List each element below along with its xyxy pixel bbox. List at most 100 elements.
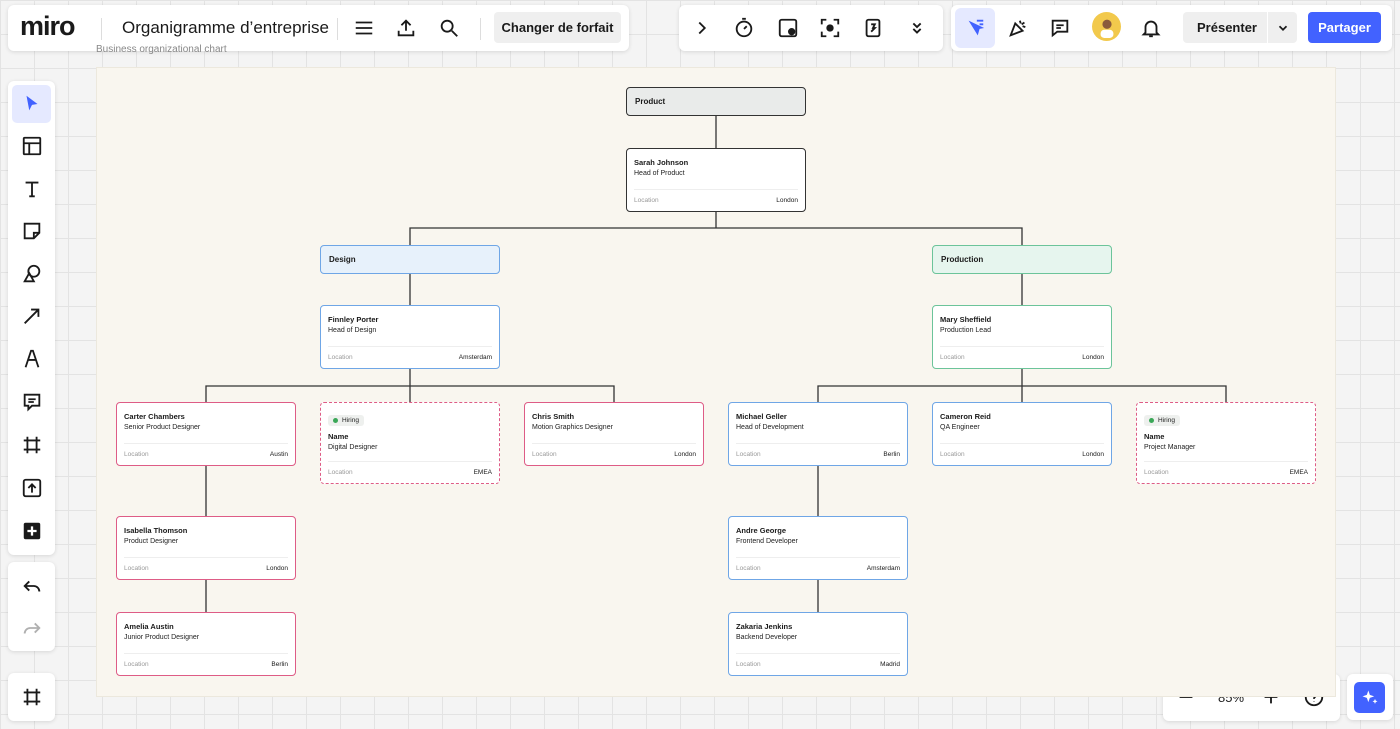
location-label: Location xyxy=(124,451,149,458)
card-role: Production Lead xyxy=(940,327,991,334)
location-label: Location xyxy=(736,661,761,668)
card-role: Backend Developer xyxy=(736,634,798,641)
ai-assist-button[interactable] xyxy=(1347,674,1393,720)
card-location: London xyxy=(776,197,798,204)
card-name: Amelia Austin xyxy=(124,622,174,631)
search-icon[interactable] xyxy=(429,8,469,48)
avatar[interactable] xyxy=(1092,12,1121,41)
card-location: Austin xyxy=(269,451,288,458)
location-label: Location xyxy=(124,565,149,572)
card-name: Andre George xyxy=(736,526,787,535)
org-card-carter-chambers[interactable]: Carter Chambers Senior Product Designer … xyxy=(116,402,296,466)
chevrons-down-icon[interactable] xyxy=(897,8,937,48)
org-card-isabella-thomson[interactable]: Isabella Thomson Product Designer Locati… xyxy=(116,516,296,580)
present-button[interactable]: Présenter xyxy=(1183,12,1297,43)
location-label: Location xyxy=(940,354,965,361)
history-panel xyxy=(8,562,55,651)
celebrate-icon[interactable] xyxy=(998,8,1038,48)
dept-product-header[interactable]: Product xyxy=(626,87,806,116)
location-label: Location xyxy=(124,661,149,668)
dept-production-header[interactable]: Production xyxy=(932,245,1112,274)
board-tools-panel xyxy=(679,5,943,51)
select-icon[interactable] xyxy=(12,85,51,123)
card-location: Madrid xyxy=(880,661,900,668)
timer-icon[interactable] xyxy=(724,8,764,48)
board-title[interactable]: Organigramme d’entreprise xyxy=(122,18,329,37)
location-label: Location xyxy=(1144,469,1169,476)
text-icon[interactable] xyxy=(12,170,51,208)
location-label: Location xyxy=(736,451,761,458)
sticky-note-icon[interactable] xyxy=(12,212,51,250)
upgrade-plan-button[interactable]: Changer de forfait xyxy=(494,12,621,43)
card-location: EMEA xyxy=(1289,469,1308,476)
location-label: Location xyxy=(940,451,965,458)
board-header-panel: miro Organigramme d’entreprise Changer d… xyxy=(8,5,629,51)
card-role: Head of Product xyxy=(634,170,685,177)
org-card-andre-george[interactable]: Andre George Frontend Developer Location… xyxy=(728,516,908,580)
card-role: Frontend Developer xyxy=(736,538,798,545)
frames-panel-icon[interactable] xyxy=(12,678,51,716)
card-role: Head of Development xyxy=(736,424,804,431)
divider xyxy=(337,18,338,40)
upload-icon[interactable] xyxy=(386,8,426,48)
redo-icon[interactable] xyxy=(12,609,51,647)
chevron-down-icon[interactable] xyxy=(1267,12,1297,43)
present-label: Présenter xyxy=(1197,20,1257,35)
frames-panel xyxy=(8,673,55,721)
chevron-right-icon[interactable] xyxy=(682,8,722,48)
card-name: Carter Chambers xyxy=(124,412,185,421)
hiring-badge: Hiring xyxy=(1144,415,1180,426)
zoom-out-icon[interactable] xyxy=(1166,677,1206,717)
org-card-michael-geller[interactable]: Michael Geller Head of Development Locat… xyxy=(728,402,908,466)
card-location: London xyxy=(266,565,288,572)
collaboration-cursor-icon[interactable] xyxy=(955,8,995,48)
status-dot xyxy=(1149,418,1154,423)
location-label: Location xyxy=(532,451,557,458)
card-role: Junior Product Designer xyxy=(124,634,200,641)
divider xyxy=(480,18,481,40)
ai-sparkle-icon xyxy=(1354,682,1385,713)
menu-icon[interactable] xyxy=(344,8,384,48)
add-more-icon[interactable] xyxy=(12,512,51,550)
sticky-vote-icon[interactable] xyxy=(768,8,808,48)
card-name: Zakaria Jenkins xyxy=(736,622,793,631)
card-location: Amsterdam xyxy=(458,354,492,361)
undo-icon[interactable] xyxy=(12,567,51,605)
templates-icon[interactable] xyxy=(12,127,51,165)
frame-icon[interactable] xyxy=(12,426,51,464)
comment-tool-icon[interactable] xyxy=(12,383,51,421)
card-location: EMEA xyxy=(473,469,492,476)
focus-icon[interactable] xyxy=(810,8,850,48)
card-role: Product Designer xyxy=(124,538,179,545)
divider xyxy=(101,18,102,40)
upload-tool-icon[interactable] xyxy=(12,469,51,507)
pen-icon[interactable] xyxy=(12,340,51,378)
card-location: Berlin xyxy=(883,451,900,458)
card-location: London xyxy=(674,451,696,458)
org-card-zakaria-jenkins[interactable]: Zakaria Jenkins Backend Developer Locati… xyxy=(728,612,908,676)
shapes-icon[interactable] xyxy=(12,255,51,293)
org-card-chris-smith[interactable]: Chris Smith Motion Graphics Designer Loc… xyxy=(524,402,704,466)
collaboration-panel: Présenter Partager xyxy=(951,5,1392,51)
card-name: Sarah Johnson xyxy=(634,158,689,167)
counter-icon[interactable] xyxy=(853,8,893,48)
share-button[interactable]: Partager xyxy=(1308,12,1381,43)
frame-label[interactable]: Business organizational chart xyxy=(96,44,227,55)
org-card-amelia-austin[interactable]: Amelia Austin Junior Product Designer Lo… xyxy=(116,612,296,676)
location-label: Location xyxy=(736,565,761,572)
hiring-label: Hiring xyxy=(1158,417,1175,424)
dept-design-header[interactable]: Design xyxy=(320,245,500,274)
arrow-icon[interactable] xyxy=(12,297,51,335)
status-dot xyxy=(333,418,338,423)
card-name: Isabella Thomson xyxy=(124,526,188,535)
comment-icon[interactable] xyxy=(1040,8,1080,48)
bell-icon[interactable] xyxy=(1131,8,1171,48)
miro-logo[interactable]: miro xyxy=(20,11,76,41)
card-role: Senior Product Designer xyxy=(124,424,201,431)
